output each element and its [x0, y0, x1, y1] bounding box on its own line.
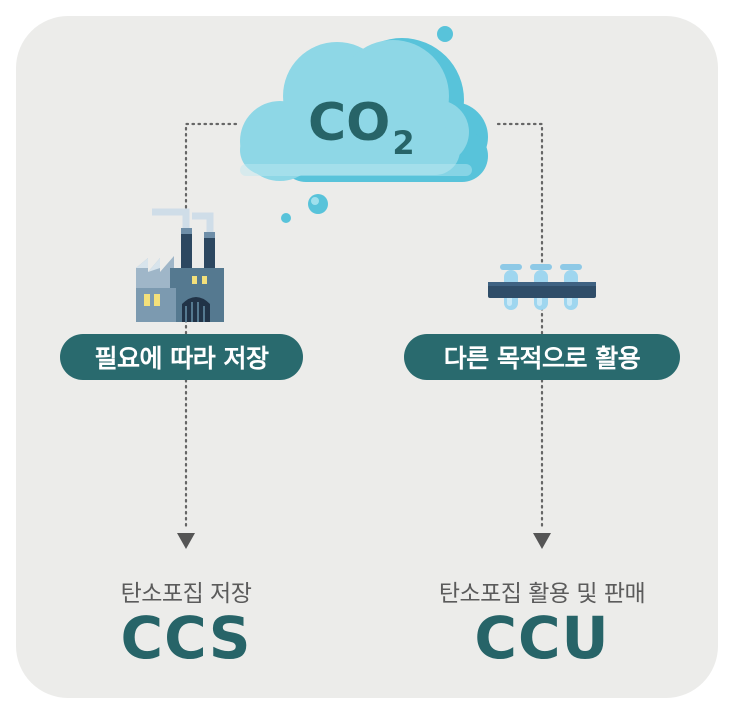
left-arrowhead — [177, 533, 195, 549]
factory-icon — [136, 208, 224, 322]
store-when-needed-pill: 필요에 따라 저장 — [60, 334, 303, 380]
co2-label: CO2 — [308, 93, 415, 162]
right-connector — [496, 122, 544, 532]
bubble-small — [281, 213, 291, 223]
ccs-caption: 탄소포집 저장 — [120, 581, 252, 607]
use-other-purpose-pill: 다른 목적으로 활용 — [404, 334, 680, 380]
right-arrowhead — [533, 533, 551, 549]
bubble-top — [437, 26, 453, 42]
ccs-acronym: CCS — [120, 604, 252, 672]
bubble-large — [308, 194, 328, 214]
test-tubes-icon — [488, 264, 596, 310]
ccu-acronym: CCU — [474, 604, 610, 672]
left-connector — [184, 122, 238, 532]
cloud-icon — [240, 38, 488, 182]
ccu-caption: 탄소포집 활용 및 판매 — [438, 581, 646, 607]
